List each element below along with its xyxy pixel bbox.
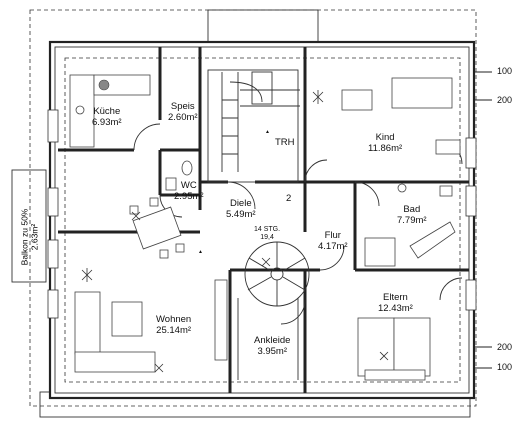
dim-bottom-100: 100 [497,362,513,372]
balcony-name: Balkon zu 50% [19,208,30,266]
stairs-label: 14 STG. 19,4 [254,226,280,242]
bath-fixtures [364,183,456,267]
room-name: Kind [375,132,395,143]
dim-top-100: 100 [497,66,513,76]
room-eltern: Eltern 12.43m² [378,292,413,314]
window-kitchen [47,109,59,143]
ankleide-shelf [237,298,299,380]
room-area: 3.95m² [257,346,288,357]
room-area: 2.95m² [174,191,204,202]
room-area: 5.49m² [226,209,256,220]
room-speis: Speis 2.60m² [168,101,198,123]
room-diele: Diele 5.49m² [226,198,256,220]
room-wohnen: Wohnen 25.14m² [156,314,191,336]
eltern-bed [357,317,431,381]
window-kind [465,137,477,169]
room-name: Eltern [383,292,408,303]
room-area: 2.60m² [168,112,198,123]
window-living-2 [47,239,59,269]
room-name: WC [180,180,197,191]
room-name: Bad [403,204,421,215]
spiral-stair [244,241,310,307]
window-eltern [465,279,477,311]
kitchen-counter [69,74,151,148]
window-living-3 [47,289,59,319]
balcony-label: Balkon zu 50% 2.63m² [14,196,44,278]
room-name: Wohnen [156,314,192,325]
interior-walls [58,47,469,393]
stairs-steps: 14 STG. [254,226,281,233]
knee-wall-line [64,57,461,383]
annotation-stair-bottom: ▲ [198,249,203,255]
trh-label: TRH [275,137,295,148]
dormer-top [207,9,319,43]
dim-top-200: 200 [497,95,513,105]
room-name: Diele [229,198,252,209]
room-wc: WC 2.95m² [174,180,204,202]
window-living-1 [47,187,59,217]
room-bad: Bad 7.79m² [397,204,427,226]
kind-bed [341,77,461,155]
balcony-outline [11,169,47,283]
dim-bottom-200: 200 [497,342,513,352]
dimension-lines [474,71,492,369]
room-area: 25.14m² [156,325,192,336]
exterior-wall-inner [54,46,470,394]
room-ankleide: Ankleide 3.95m² [254,335,290,357]
room-name: Flur [324,230,341,241]
plant-icons [81,90,389,373]
room-area: 12.43m² [378,303,413,314]
room-flur: Flur 4.17m² [318,230,348,252]
room-area: 4.17m² [318,241,348,252]
room-area: 6.93m² [92,117,122,128]
room-name: Speis [170,101,195,112]
door-number: 2 [286,193,291,204]
room-name: Ankleide [254,335,291,346]
room-area: 11.86m² [368,143,403,154]
window-bad [465,185,477,217]
room-kind: Kind 11.86m² [368,132,402,154]
dining-table [129,197,185,259]
room-area: 7.79m² [397,215,427,226]
sofa [74,279,228,373]
room-name: Küche [93,106,121,117]
stairs-dim: 19,4 [260,234,274,241]
annotation-stair-top: ▲ [265,129,270,135]
stair-top [207,69,300,183]
room-kueche: Küche 6.93m² [92,106,122,128]
balcony-area: 2.63m² [29,223,40,251]
wc-fixtures [165,160,193,191]
